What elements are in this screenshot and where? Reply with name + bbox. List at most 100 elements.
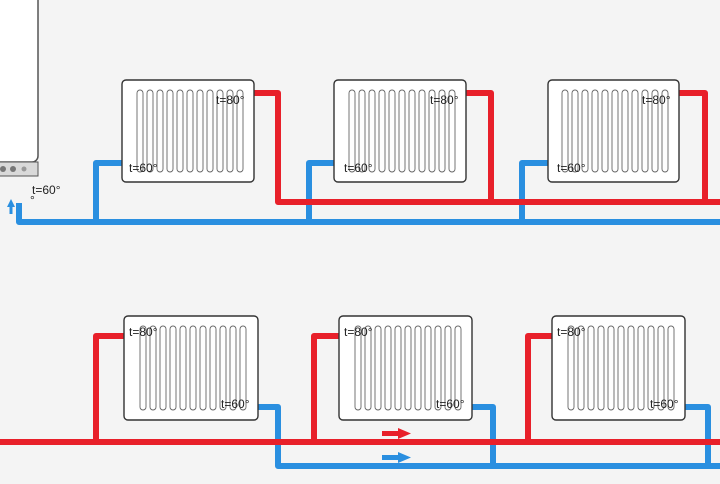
boiler-knob [10,166,16,172]
radiator-fin [404,325,412,411]
radiator-fin [139,325,147,411]
bottom-cold-branch-1 [258,404,281,442]
bottom-cold-main-pipe [275,440,720,469]
radiator-fin [581,89,589,173]
boiler-knob [21,166,27,172]
radiator-fin [424,325,432,411]
top-cold-branch-3 [519,160,548,222]
radiator-fin [348,89,356,173]
radiator-cold-label: t=60° [221,397,250,411]
bottom-radiator-3: t=80° t=60° [551,315,686,421]
boiler [0,0,39,177]
radiator-cold-label: t=60° [650,397,679,411]
boiler-knob [0,166,6,172]
radiator-fin [667,325,675,411]
radiator-fin [627,325,635,411]
radiator-hot-label: t=80° [642,93,671,107]
radiator-fin [239,325,247,411]
bottom-hot-branch-1 [93,333,124,442]
top-pipes [16,90,720,225]
radiator-cold-label: t=60° [436,397,465,411]
radiator-fin [368,89,376,173]
radiator-fin [159,325,167,411]
top-radiator-3: t=80° t=60° [547,79,680,183]
radiator-fin [444,325,452,411]
radiator-fin [374,325,382,411]
bottom-radiator-1: t=80° t=60° [123,315,259,421]
radiator-fin [136,89,144,173]
radiator-fin [438,89,446,173]
radiator-fin [571,89,579,173]
radiator-fin [454,325,462,411]
radiator-fin [418,89,426,173]
radiator-fin [651,89,659,173]
radiator-fin [408,89,416,173]
radiator-cold-label: t=60° [344,161,373,175]
radiator-fins [139,325,247,411]
radiator-fins [561,89,669,173]
bottom-cold-branch-2 [472,404,496,466]
bottom-hot-branch-3 [525,333,552,442]
radiator-fin [199,325,207,411]
radiator-fin [597,325,605,411]
radiator-fin [149,325,157,411]
radiator-fin [216,89,224,173]
bottom-radiator-2: t=80° t=60° [338,315,473,421]
radiator-cold-label: t=60° [557,161,586,175]
radiator-fin [364,325,372,411]
radiator-fin [384,325,392,411]
top-hot-branch-1 [254,90,720,205]
radiator-fin [196,89,204,173]
radiator-fin [146,89,154,173]
right-arrow-icon [382,428,411,439]
radiator-fin [637,325,645,411]
radiator-fin [388,89,396,173]
radiator-fin [186,89,194,173]
radiator-hot-label: t=80° [430,93,459,107]
boiler-control-panel [0,161,39,177]
top-hot-branch-3 [679,90,708,202]
radiator-fin [209,325,217,411]
radiator-fins [136,89,244,173]
top-cold-branch-1 [93,160,122,222]
radiator-fin [647,325,655,411]
radiator-fin [169,325,177,411]
radiator-fin [236,89,244,173]
radiator-fin [414,325,422,411]
bottom-hot-branch-2 [311,333,339,442]
radiator-fin [601,89,609,173]
radiator-fins [348,89,456,173]
radiator-hot-label: t=80° [129,325,158,339]
radiator-fin [591,89,599,173]
radiator-fin [621,89,629,173]
radiator-fin [219,325,227,411]
radiator-fin [641,89,649,173]
radiator-cold-label: t=60° [129,161,158,175]
radiator-fin [156,89,164,173]
radiator-fin [567,325,575,411]
boiler-body [0,0,39,163]
radiator-fin [657,325,665,411]
top-radiator-1: t=80°t=60° [121,79,255,183]
radiator-fin [428,89,436,173]
radiator-fin [561,89,569,173]
radiator-fin [176,89,184,173]
radiator-fin [179,325,187,411]
up-arrow-icon [7,199,15,214]
radiator-fin [229,325,237,411]
radiator-fin [398,89,406,173]
radiator-fin [631,89,639,173]
radiator-fins [567,325,675,411]
radiator-fin [358,89,366,173]
radiator-hot-label: t=80° [344,325,373,339]
radiator-fin [226,89,234,173]
radiator-hot-label: t=80° [557,325,586,339]
radiator-fin [611,89,619,173]
boiler-temp-label: t=60° [32,183,61,197]
radiator-fin [577,325,585,411]
radiator-fin [354,325,362,411]
top-cold-main-pipe [16,203,720,225]
radiator-fin [661,89,669,173]
bottom-cold-branch-3 [685,404,711,466]
radiator-fin [394,325,402,411]
